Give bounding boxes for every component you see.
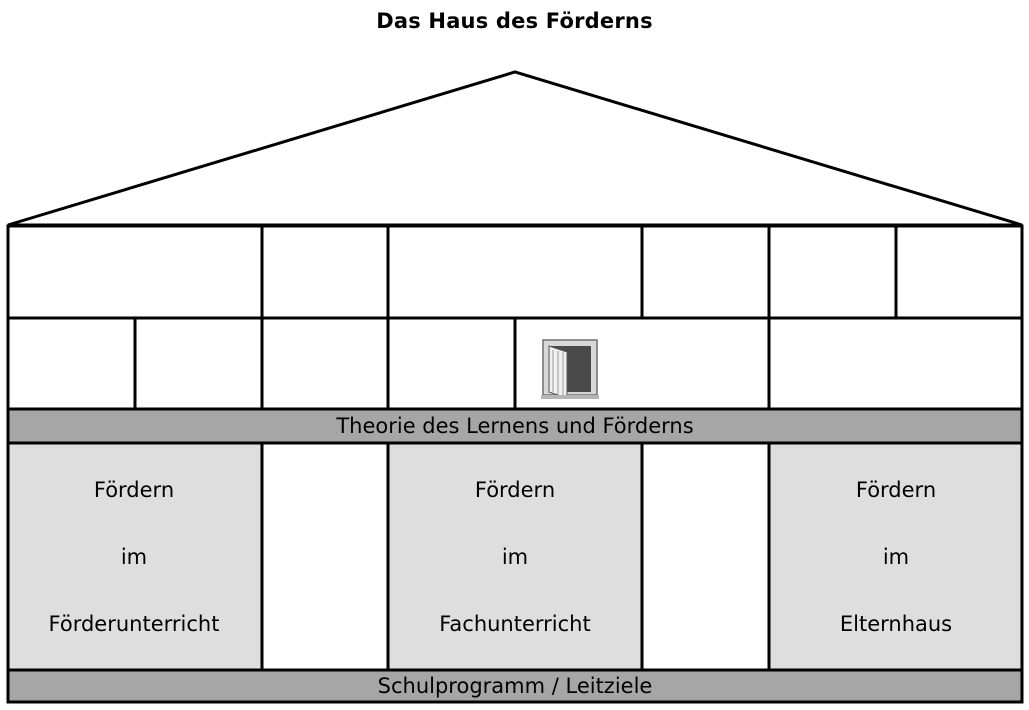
pillar-label-line: im <box>501 545 529 569</box>
beam-theory-label: Theorie des Lernens und Förderns <box>336 414 694 438</box>
pillar-label-line: im <box>120 545 148 569</box>
open-door-icon <box>541 339 599 399</box>
pillar-label-line: im <box>882 545 910 569</box>
pillar-3 <box>767 441 1024 672</box>
pillar-2-label: Fördern im Fachunterricht <box>389 445 641 669</box>
pillar-2 <box>386 441 644 672</box>
pillar-label-line: Förderunterricht <box>48 612 220 636</box>
beam-foundation <box>6 668 1024 704</box>
beam-theory <box>6 407 1024 445</box>
pillar-1-label: Fördern im Förderunterricht <box>8 445 260 669</box>
pillar-label-line: Fördern <box>855 478 937 502</box>
pillar-label-line: Fachunterricht <box>439 612 591 636</box>
pillar-3-label: Fördern im Elternhaus <box>769 445 1023 669</box>
pillar-label-line: Fördern <box>93 478 175 502</box>
wall-row-top <box>6 224 1024 320</box>
page-title: Das Haus des Förderns <box>376 9 653 33</box>
roof <box>7 70 1023 227</box>
pillar-label-line: Elternhaus <box>839 612 953 636</box>
pillar-label-line: Fördern <box>474 478 556 502</box>
beam-foundation-label: Schulprogramm / Leitziele <box>377 674 653 698</box>
